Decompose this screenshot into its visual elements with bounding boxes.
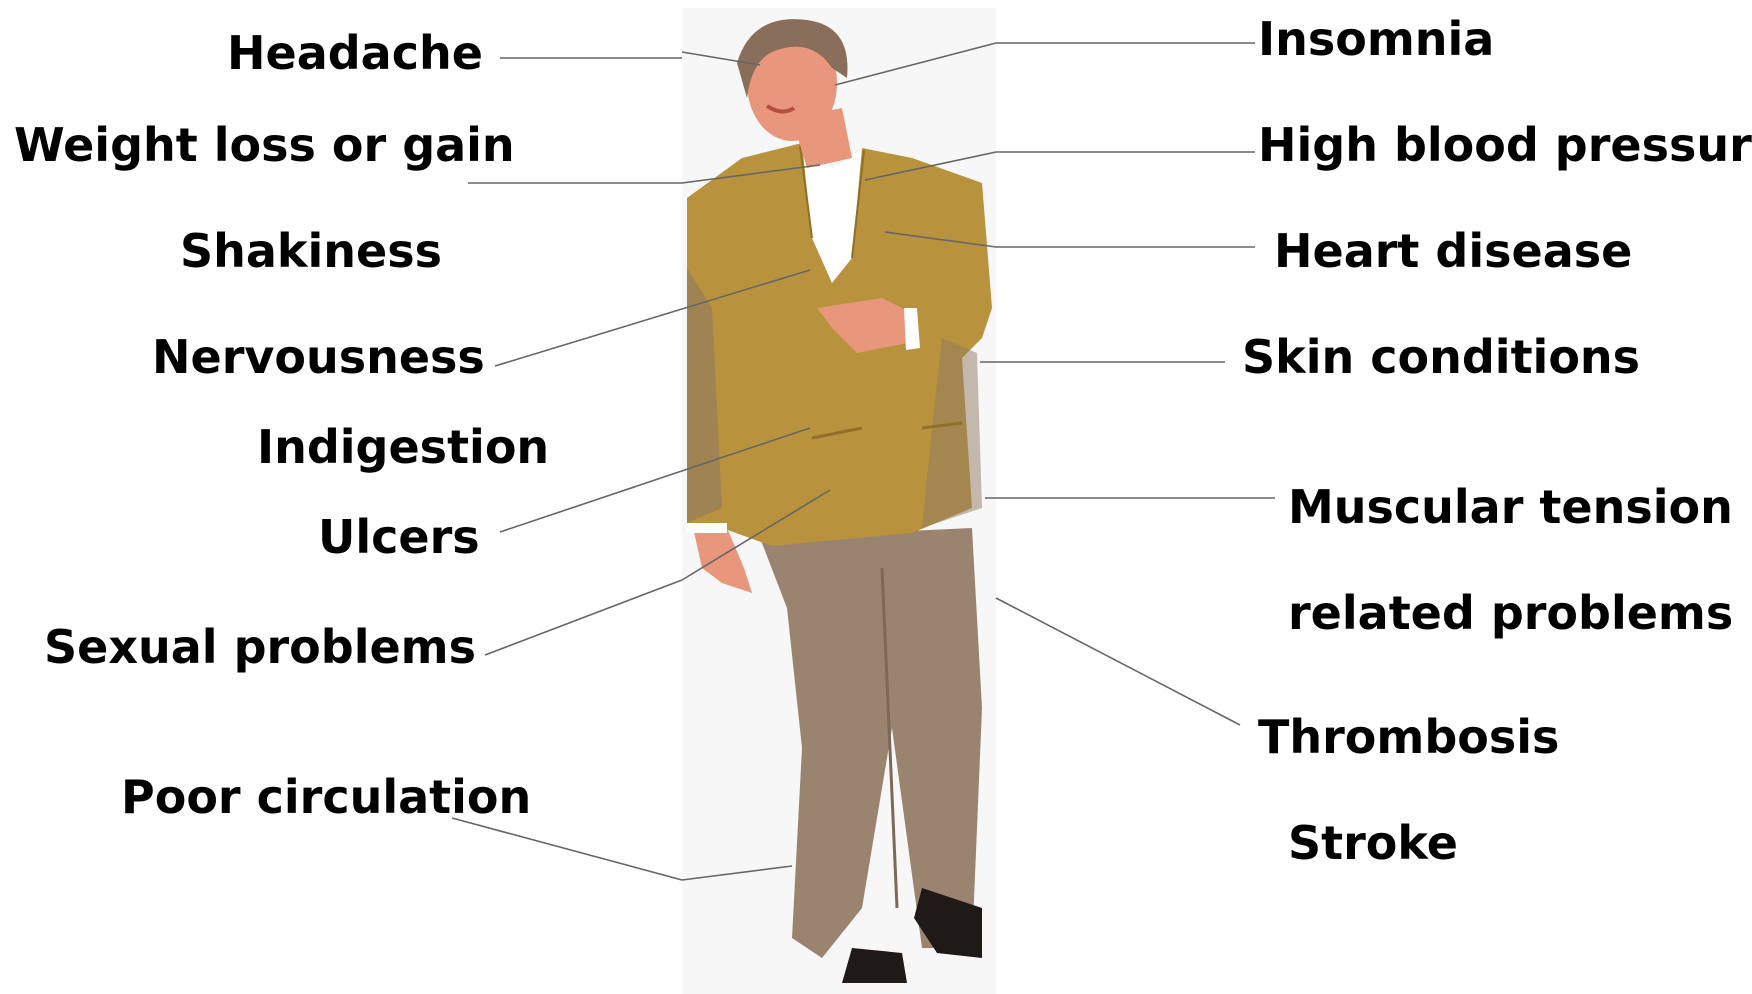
leader-line-sexual-inner	[682, 490, 830, 580]
leader-line-insomnia-head	[835, 43, 996, 85]
label-insomnia: Insomnia	[1258, 16, 1494, 62]
label-related-problems: related problems	[1288, 590, 1733, 636]
label-poor-circulation: Poor circulation	[121, 774, 531, 820]
label-thrombosis: Thrombosis	[1258, 714, 1559, 760]
leader-line-weight-body	[682, 165, 820, 183]
leader-line-circulation	[452, 818, 682, 880]
leader-line-thrombosis	[996, 598, 1240, 725]
leader-line-nervousness	[495, 270, 810, 366]
label-heart-disease: Heart disease	[1274, 228, 1632, 274]
label-weight-loss-or-gain: Weight loss or gain	[14, 122, 515, 168]
label-skin-conditions: Skin conditions	[1242, 334, 1640, 380]
label-nervousness: Nervousness	[152, 334, 485, 380]
label-headache: Headache	[227, 30, 483, 76]
leader-line-bp-body	[865, 152, 996, 180]
leader-line-sexual	[485, 580, 682, 655]
leader-line-headache-head	[682, 52, 760, 65]
leader-line-circulation-leg	[682, 866, 792, 880]
label-sexual-problems: Sexual problems	[44, 624, 476, 670]
label-high-blood-pressure: High blood pressure	[1258, 122, 1752, 168]
label-indigestion: Indigestion	[257, 424, 549, 470]
label-stroke: Stroke	[1288, 820, 1458, 866]
label-ulcers: Ulcers	[318, 514, 480, 560]
label-muscular-tension: Muscular tension	[1288, 484, 1733, 530]
label-shakiness: Shakiness	[180, 228, 442, 274]
leader-line-heart	[885, 232, 996, 247]
